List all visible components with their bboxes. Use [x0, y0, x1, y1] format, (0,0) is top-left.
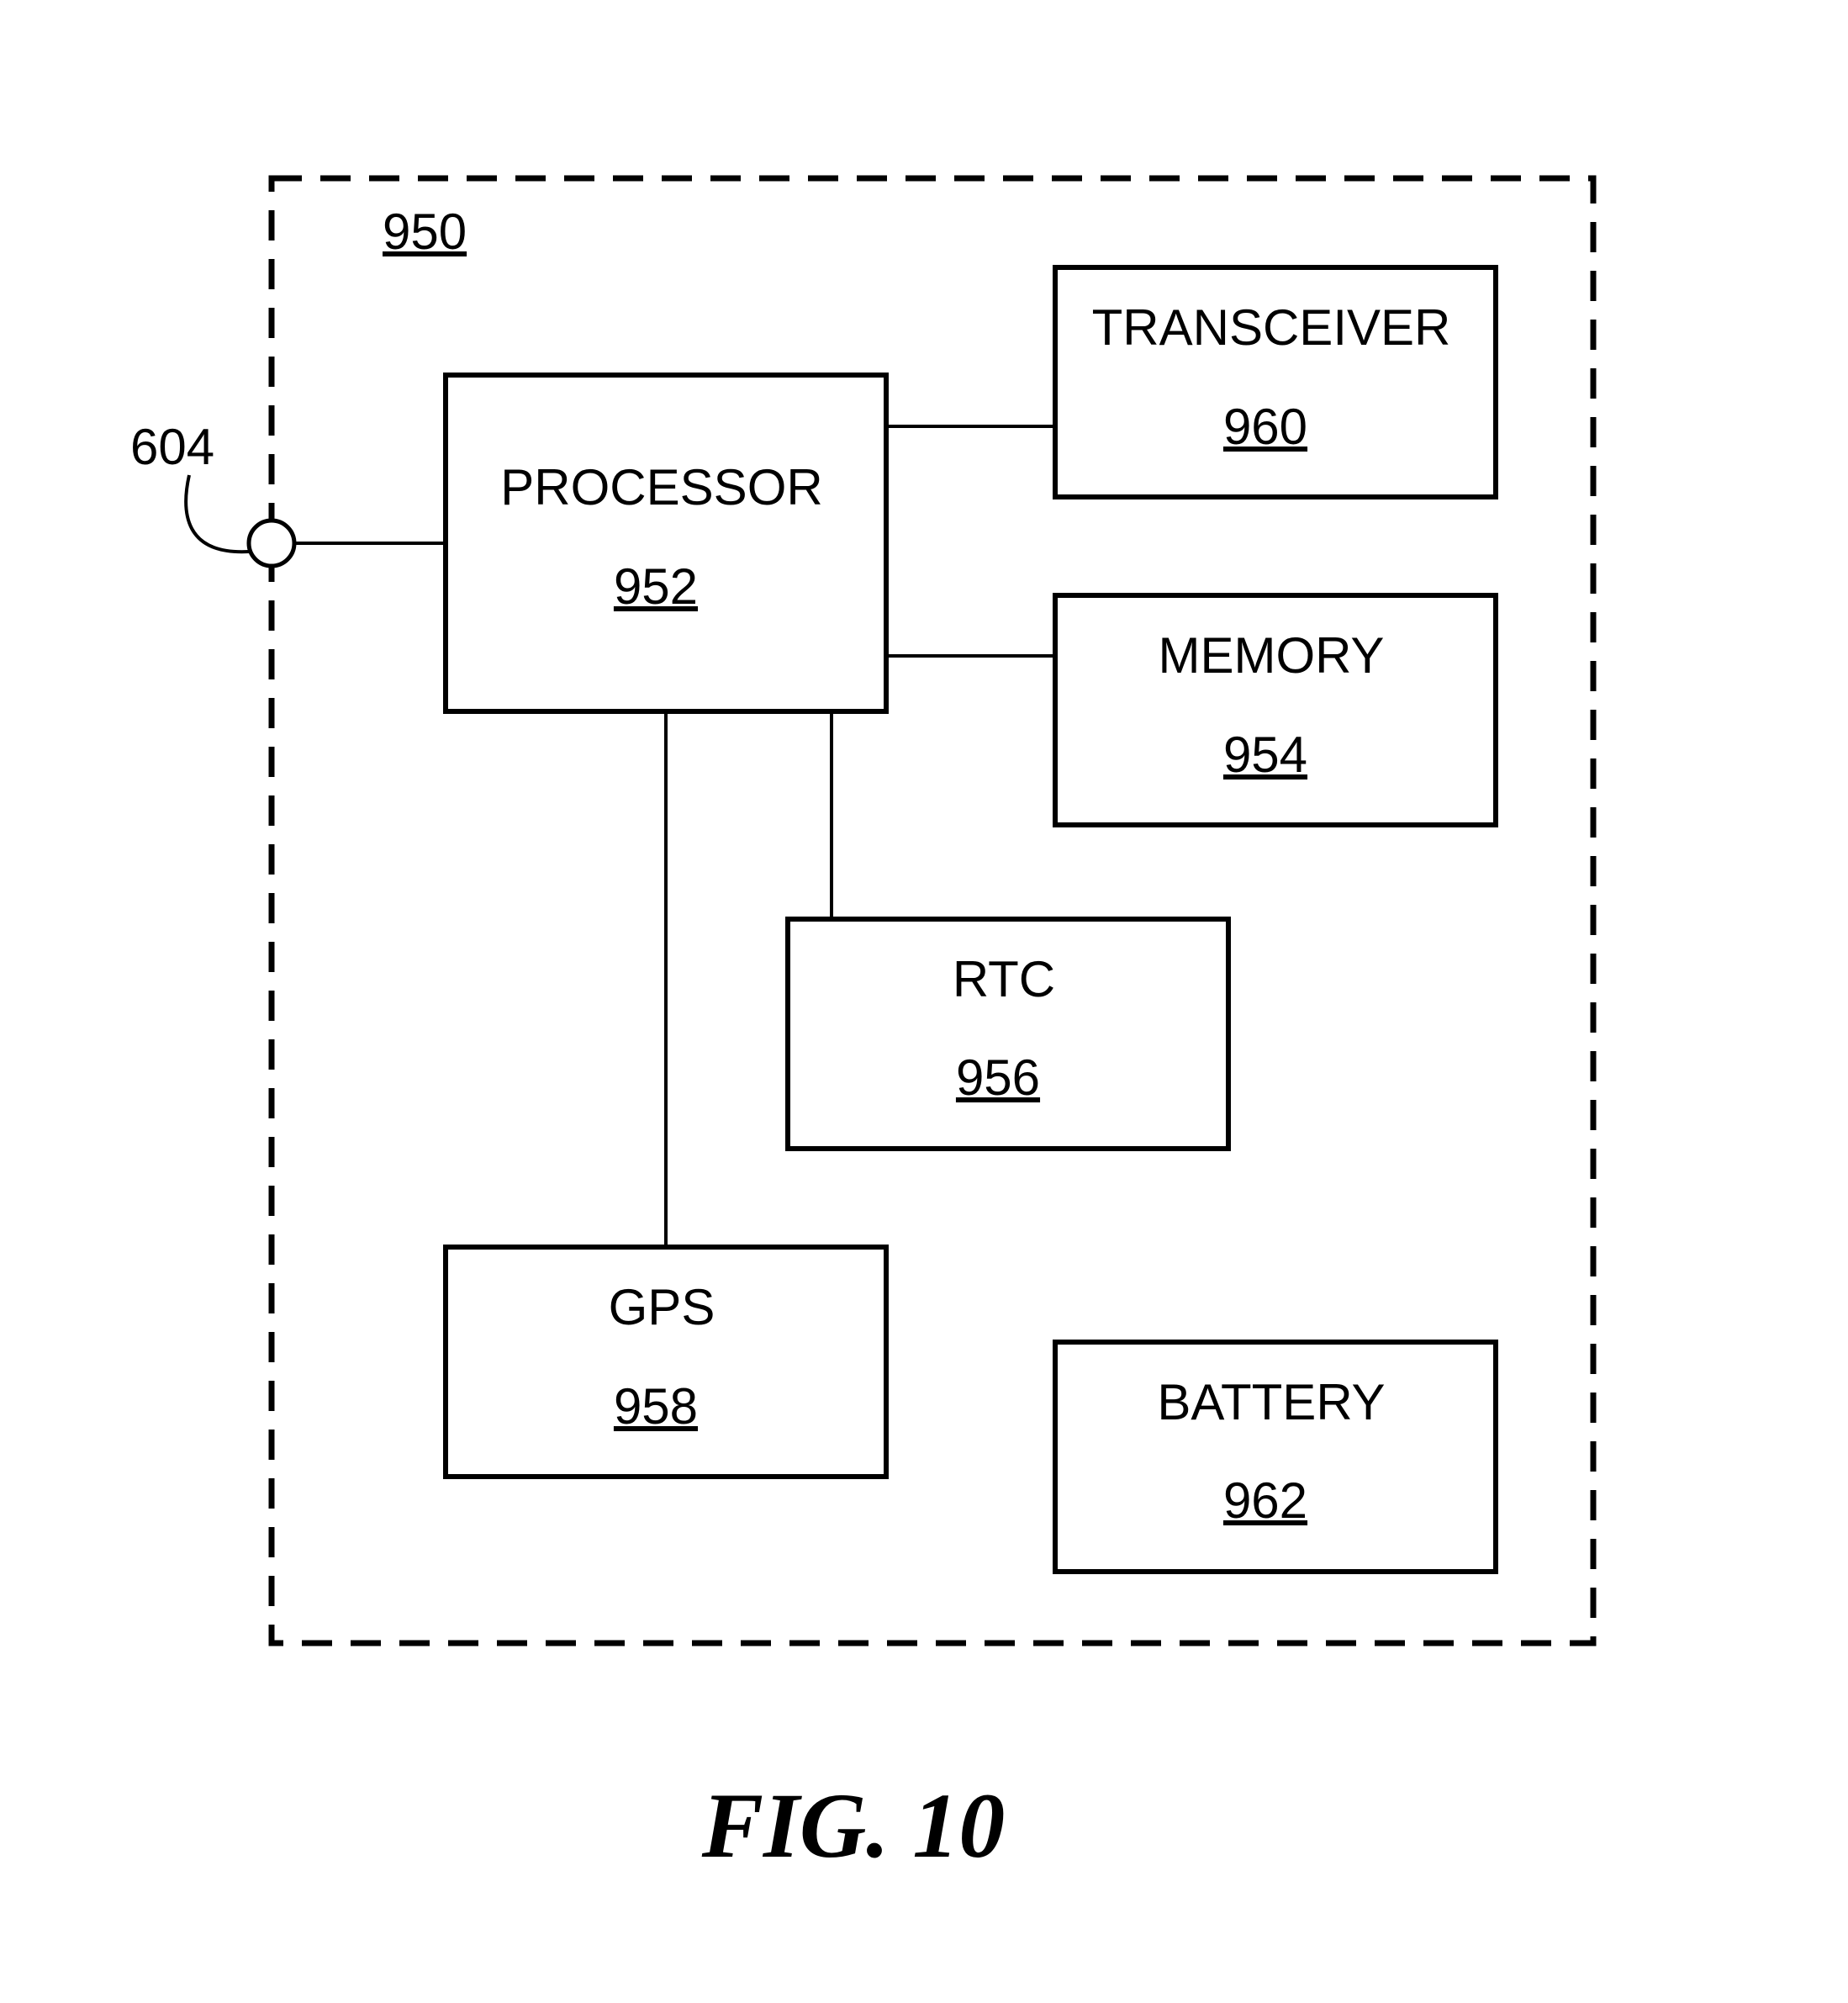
battery-label: BATTERY	[1157, 1374, 1385, 1430]
gps-label: GPS	[609, 1279, 715, 1335]
enclosure-boundary	[272, 178, 1593, 1643]
transceiver-ref: 960	[1223, 399, 1307, 455]
rtc-ref: 956	[956, 1049, 1040, 1106]
transceiver-label: TRANSCEIVER	[1092, 299, 1451, 356]
terminal-connector	[249, 521, 294, 566]
memory-ref: 954	[1223, 727, 1307, 783]
enclosure-ref: 950	[383, 203, 467, 260]
figure-caption: FIG. 10	[701, 1774, 1006, 1877]
processor-ref: 952	[614, 558, 698, 615]
terminal-leader-line	[186, 475, 249, 552]
battery-block: BATTERY 962	[1055, 1342, 1496, 1572]
processor-block: PROCESSOR 952	[446, 375, 886, 711]
gps-block: GPS 958	[446, 1247, 886, 1477]
rtc-block: RTC 956	[788, 919, 1228, 1149]
transceiver-block: TRANSCEIVER 960	[1055, 267, 1496, 497]
processor-label: PROCESSOR	[500, 459, 822, 515]
gps-ref: 958	[614, 1378, 698, 1435]
rtc-label: RTC	[953, 951, 1055, 1007]
memory-label: MEMORY	[1159, 627, 1385, 684]
memory-block: MEMORY 954	[1055, 595, 1496, 825]
terminal-ref: 604	[130, 419, 214, 475]
battery-ref: 962	[1223, 1472, 1307, 1529]
